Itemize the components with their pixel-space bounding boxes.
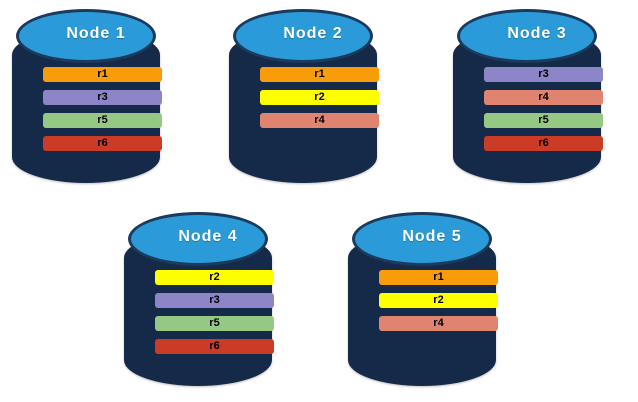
replica-row[interactable]: r1 xyxy=(43,67,162,82)
node-title: Node 5 xyxy=(402,228,462,245)
node-title: Node 1 xyxy=(66,25,126,42)
replica-row[interactable]: r6 xyxy=(155,339,274,354)
replica-row-list: r1 r3 r5 r6 xyxy=(43,67,162,151)
cylinder-top-disc: Node 1 xyxy=(16,9,156,63)
replica-row[interactable]: r2 xyxy=(379,293,498,308)
replica-row[interactable]: r4 xyxy=(379,316,498,331)
replica-row[interactable]: r1 xyxy=(379,270,498,285)
node-3[interactable]: Node 3 r3 r4 r5 r6 xyxy=(453,9,603,183)
cylinder-top-disc: Node 2 xyxy=(233,9,373,63)
replica-row[interactable]: r5 xyxy=(155,316,274,331)
replica-row[interactable]: r6 xyxy=(484,136,603,151)
cylinder-top-disc: Node 3 xyxy=(457,9,597,63)
node-1[interactable]: Node 1 r1 r3 r5 r6 xyxy=(12,9,162,183)
replica-row[interactable]: r3 xyxy=(43,90,162,105)
replica-row[interactable]: r4 xyxy=(260,113,379,128)
node-4[interactable]: Node 4 r2 r3 r5 r6 xyxy=(124,212,274,386)
replica-row[interactable]: r2 xyxy=(260,90,379,105)
replica-row[interactable]: r1 xyxy=(260,67,379,82)
node-2[interactable]: Node 2 r1 r2 r4 xyxy=(229,9,379,183)
node-5[interactable]: Node 5 r1 r2 r4 xyxy=(348,212,498,386)
replica-row[interactable]: r5 xyxy=(43,113,162,128)
replica-row[interactable]: r4 xyxy=(484,90,603,105)
replica-row-list: r1 r2 r4 xyxy=(260,67,379,128)
node-title: Node 3 xyxy=(507,25,567,42)
replica-row[interactable]: r5 xyxy=(484,113,603,128)
node-title: Node 2 xyxy=(283,25,343,42)
replica-row[interactable]: r2 xyxy=(155,270,274,285)
node-title: Node 4 xyxy=(178,228,238,245)
replica-row-list: r3 r4 r5 r6 xyxy=(484,67,603,151)
replica-row[interactable]: r3 xyxy=(155,293,274,308)
cylinder-top-disc: Node 5 xyxy=(352,212,492,266)
replica-row[interactable]: r6 xyxy=(43,136,162,151)
replica-row-list: r1 r2 r4 xyxy=(379,270,498,331)
replica-row[interactable]: r3 xyxy=(484,67,603,82)
replica-row-list: r2 r3 r5 r6 xyxy=(155,270,274,354)
cylinder-top-disc: Node 4 xyxy=(128,212,268,266)
